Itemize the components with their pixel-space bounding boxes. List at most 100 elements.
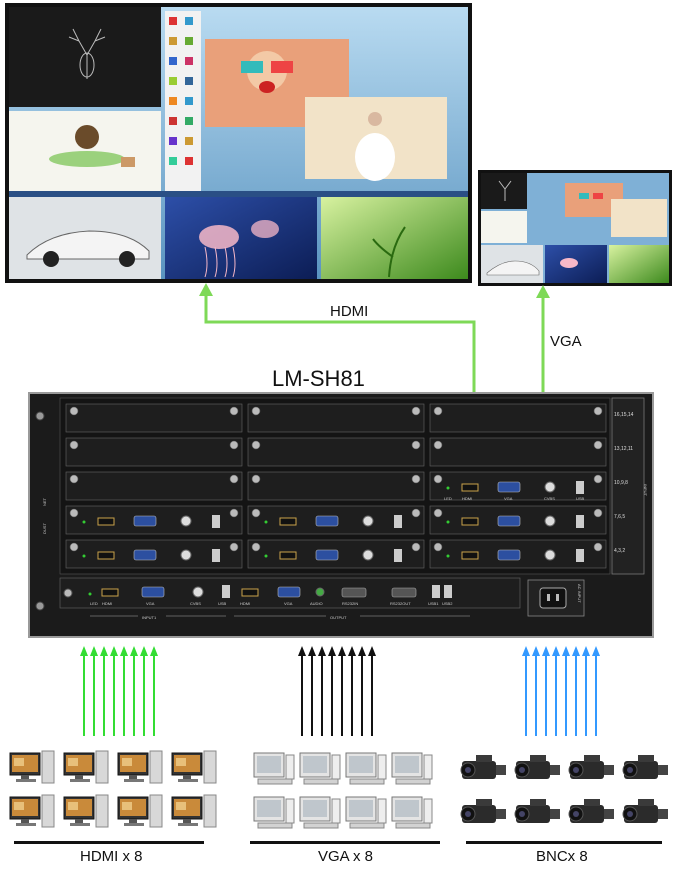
bottom-port-vga-in: VGA xyxy=(146,601,155,606)
hdmi-source-computer xyxy=(171,794,217,828)
bnc-source-camera xyxy=(514,755,560,779)
bnc-input-arrows xyxy=(522,646,600,736)
port-label-usb: USB xyxy=(576,496,585,501)
bottom-port-rs232in: RS232IN xyxy=(342,601,358,606)
window-jellyfish xyxy=(165,197,317,279)
vga-link-label: VGA xyxy=(550,333,582,350)
chassis: DUST NET INPUT xyxy=(28,392,654,638)
blank-card-rows xyxy=(65,403,607,569)
vga-source-computer xyxy=(299,752,341,785)
bottom-port-usb: USB xyxy=(218,601,227,606)
bottom-port-vga: VGA xyxy=(284,601,293,606)
bnc-divider xyxy=(466,841,662,844)
vga-source-computer xyxy=(391,796,433,829)
hdmi-link-line xyxy=(204,290,476,392)
card-screws xyxy=(69,406,603,552)
secondary-monitor-screen xyxy=(481,173,669,283)
hdmi-arrow-head xyxy=(120,646,128,656)
bottom-port-rs232out: RS232OUT xyxy=(390,601,411,606)
main-monitor xyxy=(5,3,472,283)
hdmi-source-computers xyxy=(9,750,217,828)
input-arrows xyxy=(80,646,600,736)
hdmi-link-arrowhead xyxy=(199,283,213,296)
hdmi-source-computer xyxy=(63,794,109,828)
bnc-arrow-head xyxy=(532,646,540,656)
bottom-port-led: LED xyxy=(90,601,98,606)
vga-source-computer xyxy=(345,796,387,829)
side-label-dust-text: DUST xyxy=(42,523,47,534)
vga-arrow-head xyxy=(338,646,346,656)
vga-arrow-head xyxy=(348,646,356,656)
vga-arrow-head xyxy=(328,646,336,656)
bnc-source-cameras xyxy=(460,755,668,823)
slot-label-5: 4,3,2 xyxy=(614,548,625,554)
input-card-ports xyxy=(82,481,584,562)
bnc-arrow-head xyxy=(562,646,570,656)
chassis-front-panel: DUST NET INPUT xyxy=(35,397,648,620)
bnc-source-camera xyxy=(460,799,506,823)
vga-divider xyxy=(250,841,440,844)
vga-source-computer xyxy=(253,752,295,785)
source-devices xyxy=(9,750,668,829)
hdmi-arrow-head xyxy=(100,646,108,656)
hdmi-source-computer xyxy=(171,750,217,784)
bnc-source-camera xyxy=(514,799,560,823)
window-green xyxy=(321,197,468,279)
vga-arrow-head xyxy=(318,646,326,656)
bottom-port-hdmi-in: HDMI xyxy=(102,601,112,606)
bottom-port-cvbs: CVBS xyxy=(190,601,201,606)
bnc-arrow-head xyxy=(572,646,580,656)
hdmi-source-computer xyxy=(117,750,163,784)
vga-input-arrows xyxy=(298,646,376,736)
vga-source-computer xyxy=(299,796,341,829)
hdmi-arrow-head xyxy=(110,646,118,656)
bnc-arrow-head xyxy=(522,646,530,656)
hdmi-divider xyxy=(14,841,204,844)
control-card-ports xyxy=(63,585,452,598)
bnc-arrow-head xyxy=(552,646,560,656)
ac-input-label: AC INPUT xyxy=(577,584,582,603)
bnc-source-camera xyxy=(622,799,668,823)
vga-arrow-head xyxy=(368,646,376,656)
bottom-port-usb1: USB1 xyxy=(428,601,439,606)
side-label-dust: DUST NET xyxy=(42,497,47,534)
svg-text:NET: NET xyxy=(42,497,47,506)
hdmi-count-label: HDMI x 8 xyxy=(80,848,143,865)
bnc-source-camera xyxy=(568,755,614,779)
vga-link-arrowhead xyxy=(536,285,550,298)
window-deer xyxy=(9,7,161,107)
bottom-port-hdmi: HDMI xyxy=(240,601,250,606)
bottom-port-usb2: USB2 xyxy=(442,601,453,606)
hdmi-source-computer xyxy=(9,794,55,828)
device-title: LM-SH81 xyxy=(272,366,365,391)
bnc-source-camera xyxy=(622,755,668,779)
bnc-arrow-head xyxy=(542,646,550,656)
bottom-port-audio: AUDIO xyxy=(310,601,323,606)
hdmi-source-computer xyxy=(9,750,55,784)
port-label-hdmi: HDMI xyxy=(462,496,472,501)
input-group-label: INPUT1 xyxy=(142,615,157,620)
vga-source-computer xyxy=(345,752,387,785)
bnc-arrow-head xyxy=(582,646,590,656)
hdmi-source-computer xyxy=(117,794,163,828)
svg-text:INPUT: INPUT xyxy=(643,484,648,497)
hdmi-arrow-head xyxy=(80,646,88,656)
vga-arrow-head xyxy=(298,646,306,656)
hdmi-source-computer xyxy=(63,750,109,784)
output-group-label: OUTPUT xyxy=(330,615,347,620)
main-monitor-screen xyxy=(9,7,468,279)
ac-input: AC INPUT xyxy=(527,579,585,617)
vga-count-label: VGA x 8 xyxy=(318,848,374,865)
vga-source-computer xyxy=(253,796,295,829)
port-label-vga: VGA xyxy=(504,496,513,501)
hdmi-arrow-head xyxy=(150,646,158,656)
bnc-source-camera xyxy=(568,799,614,823)
hdmi-link-label: HDMI xyxy=(330,303,369,320)
input-card-port-labels: LED HDMI VGA CVBS USB xyxy=(444,496,585,501)
slot-number-labels: 16,15,14 13,12,11 10,9,8 7,6,5 4,3,2 xyxy=(614,412,634,554)
bnc-arrow-head xyxy=(592,646,600,656)
slot-label-2: 13,12,11 xyxy=(614,446,633,452)
vga-arrow-head xyxy=(358,646,366,656)
slot-label-4: 7,6,5 xyxy=(614,514,625,520)
